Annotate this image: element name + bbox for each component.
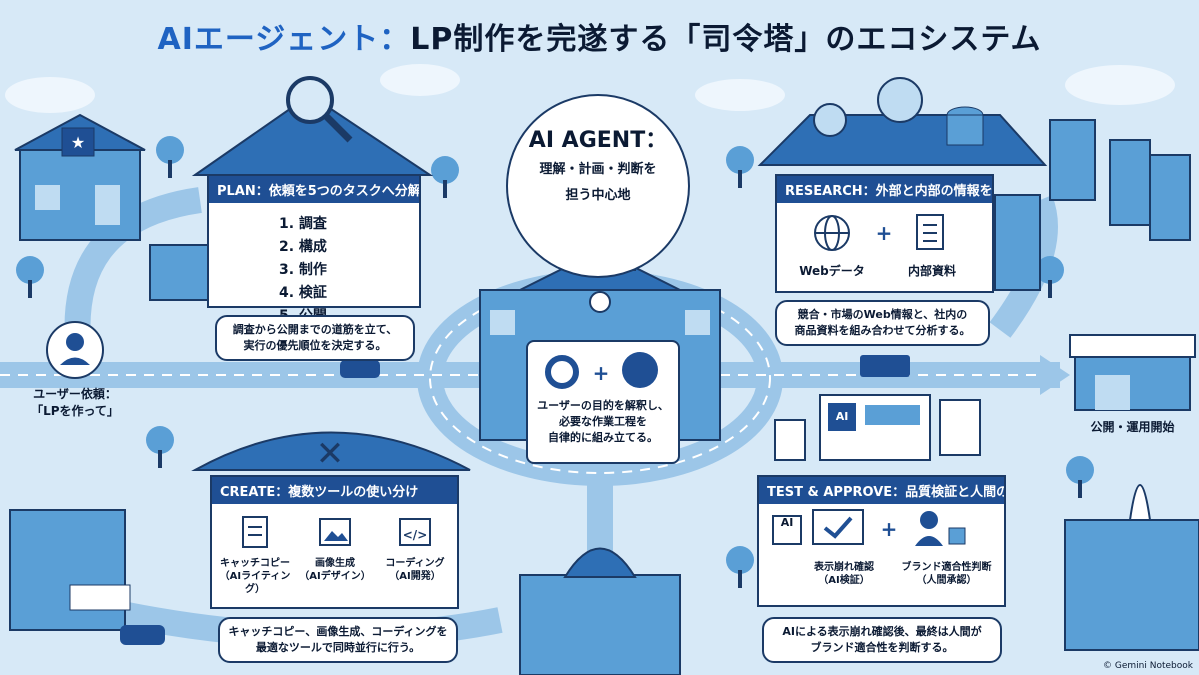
plan-steps: 1. 調査 2. 構成 3. 制作 4. 検証 5. 公開 bbox=[209, 203, 419, 328]
create-note: キャッチコピー、画像生成、コーディングを 最適なツールで同時並行に行う。 bbox=[218, 617, 458, 663]
user-label-1: ユーザー依頼： bbox=[33, 387, 117, 401]
research-note-1: 競合・市場のWeb情報と、社内の bbox=[797, 308, 968, 321]
research-note: 競合・市場のWeb情報と、社内の 商品資料を組み合わせて分析する。 bbox=[775, 300, 990, 346]
svg-text:+: + bbox=[876, 221, 893, 245]
create-note-2: 最適なツールで同時並行に行う。 bbox=[255, 641, 421, 654]
create-tool-sub: （AIデザイン） bbox=[299, 571, 371, 582]
stamp-icon bbox=[948, 527, 966, 545]
research-header: RESEARCH：外部と内部の情報を統合 bbox=[777, 176, 992, 203]
agent-desc-1: ユーザーの目的を解釈し、 bbox=[537, 399, 669, 412]
arrow-icon bbox=[1040, 355, 1070, 395]
research-internal-label: 内部資料 bbox=[907, 264, 956, 278]
create-tool-copy: キャッチコピー （AIライティング） bbox=[216, 515, 294, 596]
shop-building: ★ bbox=[14, 113, 146, 241]
create-header: CREATE：複数ツールの使い分け bbox=[212, 477, 457, 504]
plan-step: 1. 調査 bbox=[279, 216, 327, 232]
test-brand-label: ブランド適合性判断 bbox=[901, 562, 992, 573]
workshop-building: ✕ bbox=[9, 431, 471, 631]
create-tool-sub: （AI開発） bbox=[389, 571, 441, 582]
monitor-ai-badge: AI bbox=[835, 410, 849, 423]
test-check-sub: （AI検証） bbox=[818, 575, 870, 586]
page-title: AIエージェント：LP制作を完遂する「司令塔」のエコシステム bbox=[0, 14, 1199, 58]
agent-desc-3: 自律的に組み立てる。 bbox=[548, 431, 658, 444]
test-brand-sub: （人間承認） bbox=[916, 575, 977, 586]
user-request-label: ユーザー依頼： 「LPを作って」 bbox=[5, 386, 145, 420]
svg-text:+: + bbox=[881, 517, 898, 541]
svg-text:+: + bbox=[593, 361, 610, 385]
test-building bbox=[774, 394, 981, 461]
plan-note-1: 調査から公開までの道筋を立て、 bbox=[232, 323, 398, 336]
vehicles bbox=[120, 355, 910, 645]
title-accent: AIエージェント： bbox=[157, 22, 411, 57]
plan-step: 4. 検証 bbox=[279, 285, 327, 301]
user-icon bbox=[66, 333, 84, 351]
svg-text:✕: ✕ bbox=[316, 434, 345, 474]
create-note-1: キャッチコピー、画像生成、コーディングを bbox=[228, 625, 448, 638]
research-building bbox=[757, 77, 1191, 291]
research-panel: RESEARCH：外部と内部の情報を統合 + Webデータ 内部資料 bbox=[775, 174, 994, 293]
gear-icon bbox=[545, 355, 579, 389]
agent-desc-panel: + ユーザーの目的を解釈し、 必要な作業工程を 自律的に組み立てる。 bbox=[526, 340, 680, 464]
title-text: LP制作を完遂する「司令塔」のエコシステム bbox=[410, 22, 1042, 57]
svg-text:★: ★ bbox=[71, 133, 85, 152]
svg-text:</>: </> bbox=[403, 528, 428, 542]
image-icon bbox=[319, 518, 351, 546]
test-check: 表示崩れ確認 （AI検証） bbox=[789, 561, 899, 587]
agent-sub-2: 担う中心地 bbox=[565, 188, 631, 203]
copyright: © Gemini Notebook bbox=[1103, 661, 1193, 671]
create-tool-image: 画像生成 （AIデザイン） bbox=[296, 515, 374, 583]
document-icon bbox=[242, 516, 268, 548]
trees bbox=[16, 136, 1094, 588]
launch-shop bbox=[1069, 334, 1196, 411]
agent-circle: AI AGENT： 理解・計画・判断を 担う中心地 bbox=[506, 94, 690, 278]
test-note-2: ブランド適合性を判断する。 bbox=[810, 641, 954, 654]
chip-icon bbox=[772, 515, 802, 545]
create-panel: CREATE：複数ツールの使い分け キャッチコピー （AIライティング） 画像生… bbox=[210, 475, 459, 609]
gear-brain-icons: + bbox=[545, 352, 658, 389]
plan-step: 2. 構成 bbox=[279, 239, 327, 255]
create-tool-code: </> コーディング （AI開発） bbox=[376, 515, 454, 583]
code-icon: </> bbox=[399, 518, 431, 546]
test-brand: ブランド適合性判断 （人間承認） bbox=[889, 561, 1004, 587]
person-icon bbox=[920, 511, 938, 529]
create-tool-label: 画像生成 bbox=[315, 558, 355, 569]
agent-sub-1: 理解・計画・判断を bbox=[539, 162, 657, 177]
plan-header: PLAN：依頼を5つのタスクへ分解 bbox=[209, 176, 419, 203]
agent-desc-2: 必要な作業工程を bbox=[559, 415, 647, 428]
test-header: TEST & APPROVE：品質検証と人間の承認 bbox=[759, 477, 1004, 504]
create-tool-label: キャッチコピー bbox=[220, 558, 290, 569]
test-icons: + bbox=[772, 509, 966, 546]
research-icons: + bbox=[814, 214, 944, 251]
create-tool-label: コーディング bbox=[385, 558, 445, 569]
test-note-1: AIによる表示崩れ確認後、最終は人間が bbox=[782, 625, 982, 638]
clouds bbox=[5, 64, 1175, 113]
monitor-check-icon bbox=[812, 509, 864, 545]
research-note-2: 商品資料を組み合わせて分析する。 bbox=[794, 324, 971, 337]
chip-ai-label: AI bbox=[780, 516, 794, 529]
user-label-2: 「LPを作って」 bbox=[31, 404, 119, 418]
launch-label: 公開・運用開始 bbox=[1090, 420, 1175, 434]
brain-icon bbox=[622, 352, 658, 388]
plan-building bbox=[149, 76, 434, 301]
test-panel: TEST & APPROVE：品質検証と人間の承認 + AI 表示崩れ確認 （A… bbox=[757, 475, 1006, 607]
test-note: AIによる表示崩れ確認後、最終は人間が ブランド適合性を判断する。 bbox=[762, 617, 1002, 663]
agent-heading: AI AGENT： bbox=[528, 128, 668, 153]
plan-step: 3. 制作 bbox=[279, 262, 327, 278]
plan-panel: PLAN：依頼を5つのタスクへ分解 1. 調査 2. 構成 3. 制作 4. 検… bbox=[207, 174, 421, 324]
create-tool-sub: （AIライティング） bbox=[219, 571, 291, 595]
plan-note: 調査から公開までの道筋を立て、 実行の優先順位を決定する。 bbox=[215, 315, 415, 361]
bottom-buildings bbox=[519, 484, 1199, 675]
plan-note-2: 実行の優先順位を決定する。 bbox=[243, 339, 387, 352]
test-check-label: 表示崩れ確認 bbox=[814, 562, 874, 573]
research-web-label: Webデータ bbox=[799, 264, 865, 278]
